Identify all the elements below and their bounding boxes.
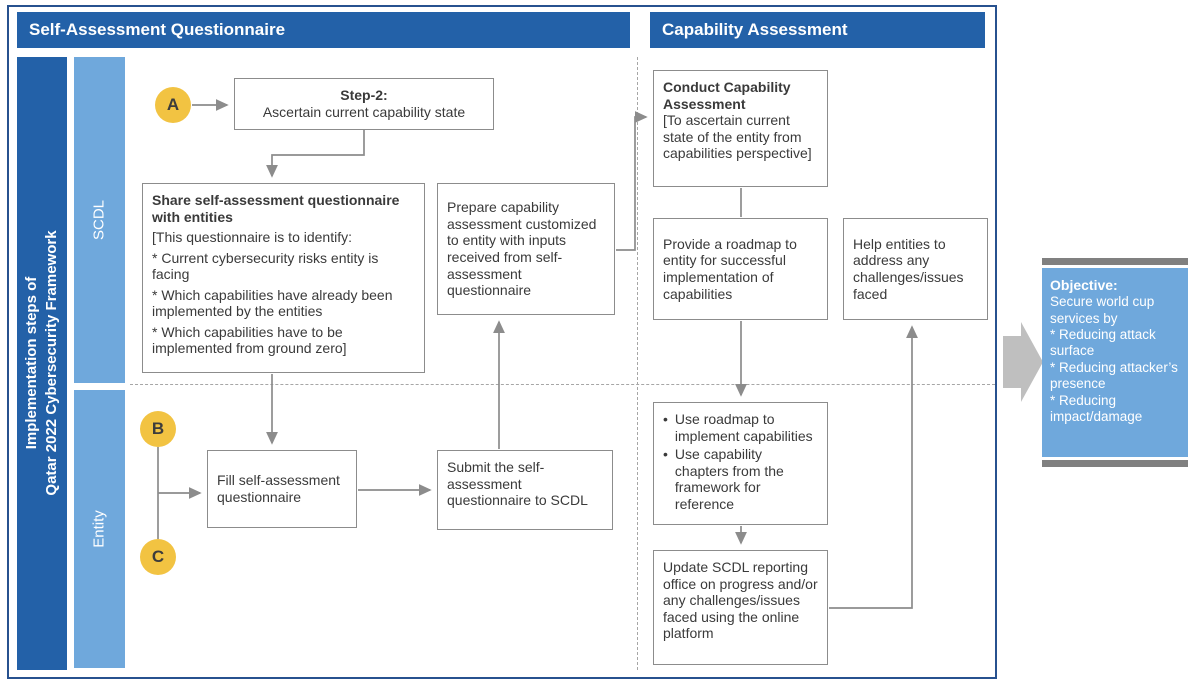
box-share-line: [This questionnaire is to identify:: [152, 229, 352, 246]
header-capability-assessment-label: Capability Assessment: [662, 20, 848, 39]
box-provide-roadmap: Provide a roadmap to entity for successf…: [653, 218, 828, 320]
side-title-bar: [17, 57, 67, 670]
lane-entity-label: Entity: [90, 510, 108, 548]
block-arrow-to-objective: [1003, 322, 1043, 402]
box-conduct-body: [To ascertain current state of the entit…: [663, 112, 812, 162]
box-fill-body: Fill self-assessment questionnaire: [217, 472, 340, 505]
box-share-line: * Current cybersecurity risks entity is …: [152, 249, 379, 283]
box-help-body: Help entities to address any challenges/…: [853, 235, 964, 302]
objective-bottom-bar: [1042, 460, 1188, 467]
box-submit-body: Submit the self-assessment questionnaire…: [447, 459, 588, 509]
box-update-body: Update SCDL reporting office on progress…: [663, 559, 818, 642]
objective-line: Secure world cup services by: [1050, 294, 1155, 326]
box-conduct-assessment: Conduct Capability Assessment [To ascert…: [653, 70, 828, 187]
bullet-icon: •: [663, 411, 668, 427]
side-title-line2: Qatar 2022 Cybersecurity Framework: [43, 230, 60, 496]
box-step2-title: Step-2:: [340, 87, 388, 104]
objective-line: * Reducing attacker’s presence: [1050, 359, 1178, 392]
header-self-assessment-label: Self-Assessment Questionnaire: [29, 20, 286, 39]
box-help-entities: Help entities to address any challenges/…: [843, 218, 988, 320]
objective-line: * Reducing impact/damage: [1050, 392, 1143, 425]
marker-circle-c: C: [140, 539, 176, 575]
lane-divider-dashed: [130, 384, 995, 385]
box-step2-body: Ascertain current capability state: [262, 104, 466, 120]
side-title: Implementation steps of Qatar 2022 Cyber…: [22, 230, 63, 495]
box-provide-body: Provide a roadmap to entity for successf…: [663, 235, 797, 302]
box-share-line: * Which capabilities have to be implemen…: [152, 323, 347, 357]
box-share-line: * Which capabilities have already been i…: [152, 286, 393, 320]
use-roadmap-item: • Use capability chapters from the frame…: [663, 446, 818, 512]
box-share-title: Share self-assessment questionnaire with…: [152, 192, 400, 225]
header-self-assessment: Self-Assessment Questionnaire: [17, 12, 630, 48]
objective-title: Objective:: [1050, 277, 1118, 293]
box-fill-questionnaire: Fill self-assessment questionnaire: [207, 450, 357, 528]
marker-circle-a: A: [155, 87, 191, 123]
objective-top-bar: [1042, 258, 1188, 265]
box-prepare-body: Prepare capability assessment customized…: [447, 199, 597, 299]
lane-scdl-bar: [74, 57, 125, 383]
box-use-roadmap: • Use roadmap to implement capabilities …: [653, 402, 828, 525]
bullet-icon: •: [663, 446, 668, 463]
side-title-line1: Implementation steps of: [22, 276, 40, 450]
box-prepare-capability: Prepare capability assessment customized…: [437, 183, 615, 315]
objective-line: * Reducing attack surface: [1050, 327, 1156, 359]
box-conduct-title: Conduct Capability Assessment: [663, 79, 791, 112]
lane-scdl-label: SCDL: [90, 199, 108, 241]
marker-circle-b: B: [140, 411, 176, 447]
objective-box: Objective: Secure world cup services by …: [1042, 268, 1188, 457]
use-roadmap-item-text: Use capability chapters from the framewo…: [674, 446, 784, 512]
box-share-questionnaire: Share self-assessment questionnaire with…: [142, 183, 425, 373]
lane-entity-bar: [74, 390, 125, 668]
use-roadmap-item: • Use roadmap to implement capabilities: [663, 411, 818, 444]
header-capability-assessment: Capability Assessment: [650, 12, 985, 48]
column-divider-dashed: [637, 57, 638, 670]
box-step2: Step-2: Ascertain current capability sta…: [234, 78, 494, 130]
outer-frame: [7, 5, 997, 679]
box-submit-questionnaire: Submit the self-assessment questionnaire…: [437, 450, 613, 530]
use-roadmap-item-text: Use roadmap to implement capabilities: [674, 411, 813, 444]
box-update-scdl: Update SCDL reporting office on progress…: [653, 550, 828, 665]
